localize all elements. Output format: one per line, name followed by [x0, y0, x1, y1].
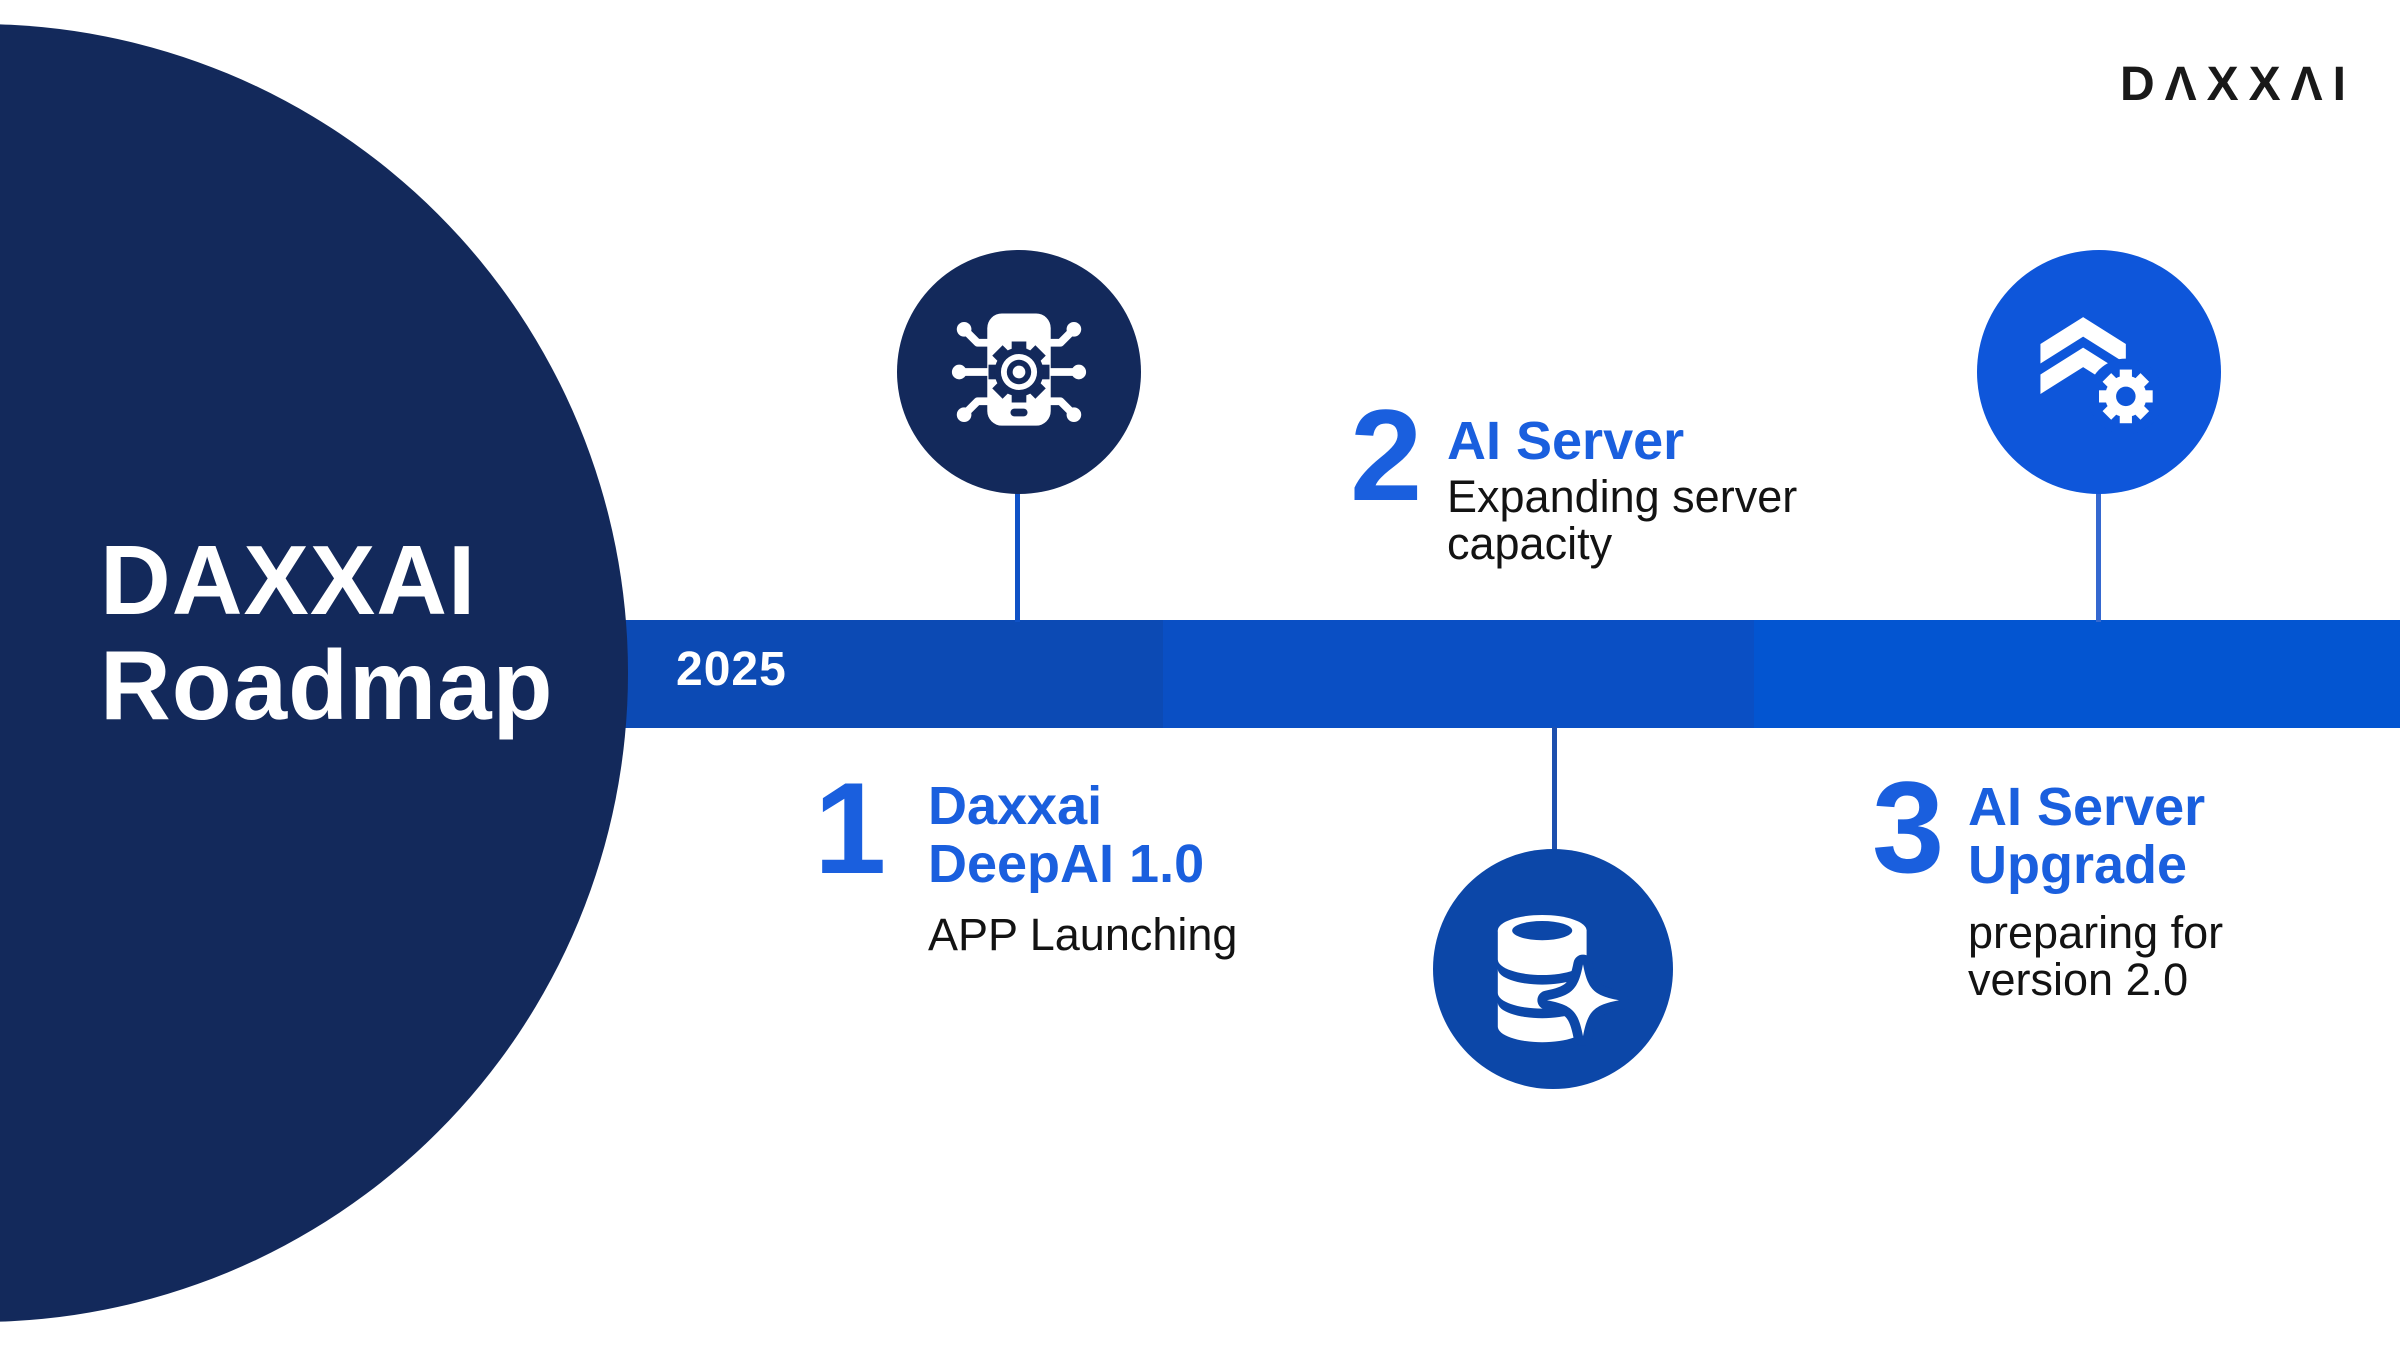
page-title: DAXXAI Roadmap — [100, 528, 554, 738]
milestone-2-number: 2 — [1350, 382, 1423, 528]
page-title-line2: Roadmap — [100, 630, 554, 740]
milestone-2-title-line1: AI Server — [1447, 411, 1685, 471]
milestone-1-desc-line1: APP Launching — [928, 909, 1238, 960]
database-sparkle-icon — [1497, 915, 1629, 1046]
milestone-3-title-line2: Upgrade — [1968, 835, 2188, 895]
milestone-1-description: APP Launching — [928, 911, 1237, 958]
milestone-3-desc-line2: version 2.0 — [1968, 954, 2189, 1005]
milestone-2-icon-circle — [1433, 849, 1673, 1089]
milestone-1-title-line2: DeepAI 1.0 — [928, 834, 1205, 894]
milestone-1-title: Daxxai DeepAI 1.0 — [928, 777, 1204, 893]
milestone-2-desc-line1: Expanding server — [1447, 471, 1798, 522]
smartphone-ai-chip-icon — [951, 313, 1087, 426]
milestone-1-icon-circle — [897, 250, 1141, 494]
milestone-2-description: Expanding server capacity — [1447, 473, 1797, 567]
milestone-3-number: 3 — [1872, 754, 1945, 900]
milestone-1-title-line1: Daxxai — [928, 776, 1103, 836]
page-title-line1: DAXXAI — [100, 525, 477, 635]
milestone-3-icon-circle — [1977, 250, 2221, 494]
milestone-3-title: AI Server Upgrade — [1968, 778, 2205, 894]
daxxai-logo: DΛXXΛI — [2119, 58, 2356, 111]
milestone-2-connector-line — [1552, 727, 1557, 859]
timeline-year-label: 2025 — [676, 643, 787, 696]
milestone-1-number: 1 — [814, 755, 887, 901]
upgrade-gear-icon — [2040, 317, 2164, 435]
milestone-1-connector-line — [1015, 478, 1020, 622]
milestone-3-connector-line — [2096, 478, 2101, 622]
milestone-3-description: preparing for version 2.0 — [1968, 909, 2223, 1003]
milestone-2-desc-line2: capacity — [1447, 518, 1613, 569]
milestone-2-title: AI Server — [1447, 412, 1684, 470]
milestone-3-desc-line1: preparing for — [1968, 907, 2224, 958]
milestone-3-title-line1: AI Server — [1968, 777, 2206, 837]
